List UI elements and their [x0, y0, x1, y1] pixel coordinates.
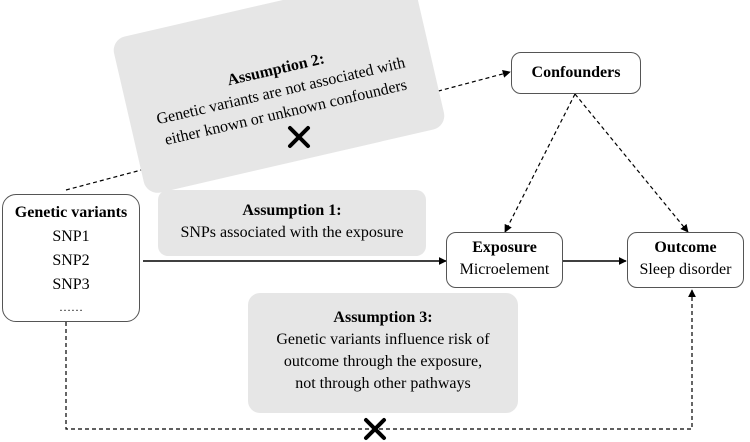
cross-mark-icon: [364, 418, 386, 440]
assumption-3-line-3: not through other pathways: [295, 375, 471, 392]
genetic-variants-title: Genetic variants: [14, 204, 128, 221]
assumption-1-panel: Assumption 1: SNPs associated with the e…: [158, 190, 426, 256]
confounders-box: Confounders: [511, 52, 641, 94]
assumption-3-line-2: outcome through the exposure,: [283, 353, 483, 370]
arrow-genetic-to-outcome-path: [65, 289, 696, 430]
exposure-title: Exposure: [472, 239, 537, 256]
genetic-variants-box: Genetic variants SNP1 SNP2 SNP3 ……: [2, 194, 140, 322]
exposure-subtitle: Microelement: [459, 261, 550, 278]
assumption-3-title: Assumption 3:: [333, 309, 433, 326]
assumption-1-title: Assumption 1:: [242, 202, 342, 219]
confounders-title: Confounders: [531, 64, 621, 81]
arrow-confounders-to-exposure: [504, 93, 576, 233]
outcome-box: Outcome Sleep disorder: [627, 232, 744, 288]
snp-item-2: SNP2: [52, 252, 90, 269]
snp-item-1: SNP1: [52, 228, 90, 245]
arrow-confounders-to-outcome: [574, 93, 689, 233]
cross-mark-icon: [288, 126, 310, 148]
assumption-1-line-1: SNPs associated with the exposure: [180, 224, 404, 241]
snp-item-3: SNP3: [52, 276, 90, 293]
outcome-subtitle: Sleep disorder: [639, 261, 732, 278]
assumption-3-panel: Assumption 3: Genetic variants influence…: [248, 293, 518, 413]
assumption-3-line-1: Genetic variants influence risk of: [276, 331, 490, 348]
outcome-title: Outcome: [654, 239, 717, 256]
snp-item-ellipsis: ……: [59, 300, 83, 314]
exposure-box: Exposure Microelement: [446, 232, 563, 288]
